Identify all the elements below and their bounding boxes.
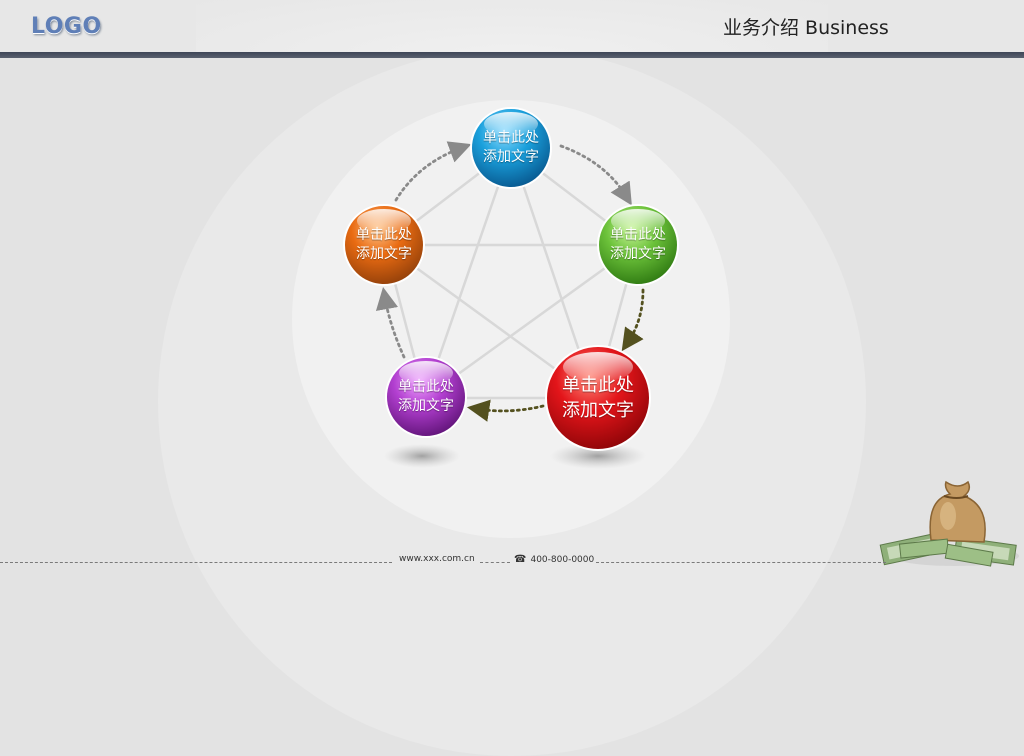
node-blue-line2: 添加文字 [483, 149, 539, 165]
arrow-green-to-red [621, 288, 645, 352]
header-highlight [196, 0, 828, 52]
page-title: 业务介绍 Business [723, 17, 889, 39]
footer-phone: ☎400-800-0000 [514, 554, 594, 565]
node-blue-label: 单击此处 添加文字 [471, 128, 551, 168]
footer-phone-number: 400-800-0000 [530, 555, 595, 565]
purple-node-shadow [384, 444, 460, 468]
node-orange-line1: 单击此处 [356, 227, 412, 243]
node-blue[interactable] [470, 107, 552, 189]
cycle-diagram [343, 107, 1019, 567]
arrow-orange-to-blue [394, 141, 472, 202]
node-red[interactable] [545, 345, 651, 451]
node-red-line2: 添加文字 [562, 400, 634, 421]
node-purple-line2: 添加文字 [398, 398, 454, 414]
arrow-red-to-purple [466, 399, 545, 422]
footer-divider-right [596, 562, 886, 563]
node-purple-line1: 单击此处 [398, 379, 454, 395]
header-divider-bar [0, 52, 1024, 58]
header [0, 0, 1024, 52]
node-green[interactable] [597, 204, 679, 286]
node-green-line1: 单击此处 [610, 227, 666, 243]
footer-website[interactable]: www.xxx.com.cn [399, 554, 475, 564]
node-purple[interactable] [385, 356, 467, 438]
node-orange-label: 单击此处 添加文字 [344, 225, 424, 265]
telephone-icon: ☎ [514, 554, 527, 565]
node-red-label: 单击此处 添加文字 [548, 372, 648, 424]
arrow-blue-to-green [559, 144, 632, 206]
footer-divider-left [0, 562, 392, 563]
node-orange-line2: 添加文字 [356, 246, 412, 262]
red-node-shadow [550, 443, 646, 469]
money-bag-icon [879, 480, 1019, 567]
node-red-line1: 单击此处 [562, 375, 634, 396]
footer-divider-middle [480, 562, 510, 563]
node-purple-label: 单击此处 添加文字 [386, 377, 466, 417]
node-green-line2: 添加文字 [610, 246, 666, 262]
node-blue-line1: 单击此处 [483, 130, 539, 146]
arrow-purple-to-orange [375, 286, 406, 359]
logo: LOGO [31, 14, 102, 39]
node-orange[interactable] [343, 204, 425, 286]
node-green-label: 单击此处 添加文字 [598, 225, 678, 265]
